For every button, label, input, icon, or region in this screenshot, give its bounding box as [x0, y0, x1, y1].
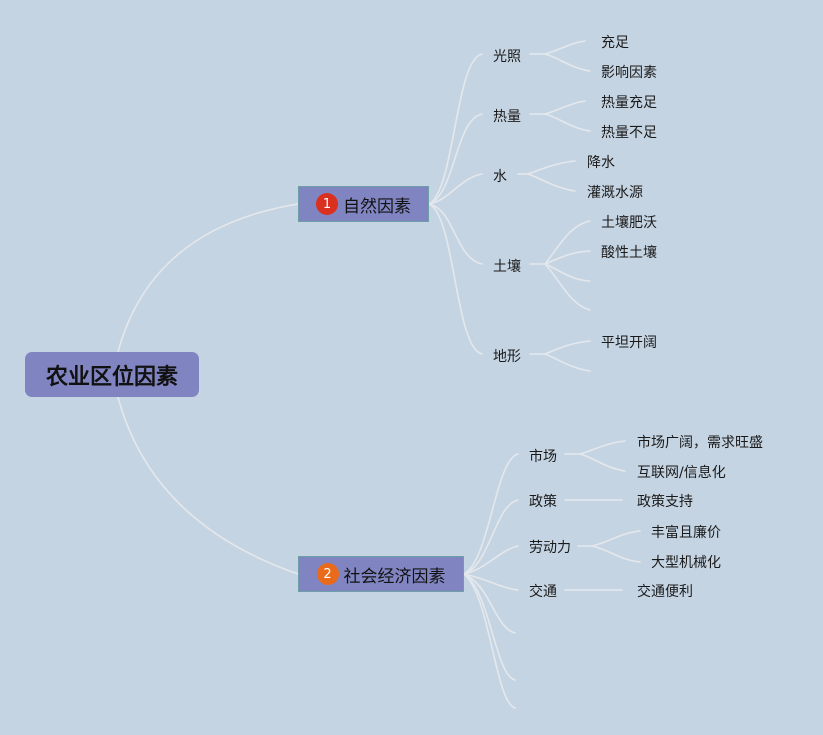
branch-socioeconomic-factors[interactable]: 2 社会经济因素 — [298, 556, 464, 592]
connector-b2-labor — [463, 545, 519, 575]
topic-labor[interactable]: 劳动力 — [529, 540, 571, 556]
leaf-influencing-factors[interactable]: 影响因素 — [601, 65, 657, 81]
number-badge-2: 2 — [316, 563, 339, 585]
connector-b1-water — [428, 173, 483, 205]
connector-b2-policy — [463, 499, 519, 575]
leaf-convenient-transport[interactable]: 交通便利 — [637, 584, 693, 600]
connector-b2-empty-1 — [463, 573, 516, 634]
connector-b2-empty-3 — [463, 573, 516, 709]
leaf-heat-sufficient[interactable]: 热量充足 — [601, 95, 657, 111]
topic-heat[interactable]: 热量 — [493, 109, 521, 125]
leaf-sufficient[interactable]: 充足 — [601, 35, 629, 51]
connector-b2-market — [463, 453, 519, 575]
leaf-internet[interactable]: 互联网/信息化 — [637, 465, 726, 481]
leaf-mechanization[interactable]: 大型机械化 — [651, 555, 721, 571]
connector-root-branch-1 — [117, 203, 299, 353]
topic-soil[interactable]: 土壤 — [493, 259, 521, 275]
leaf-cheap-labor[interactable]: 丰富且廉价 — [651, 525, 721, 541]
topic-water[interactable]: 水 — [493, 169, 507, 185]
leaf-fertile-soil[interactable]: 土壤肥沃 — [601, 215, 657, 231]
branch-label: 自然因素 — [343, 196, 411, 217]
root-topic[interactable]: 农业区位因素 — [25, 352, 199, 397]
topic-terrain[interactable]: 地形 — [493, 349, 521, 365]
connector-b1-terrain — [428, 203, 483, 355]
topic-light[interactable]: 光照 — [493, 49, 521, 65]
connector-b2-transport — [463, 573, 519, 591]
branch-natural-factors[interactable]: 1 自然因素 — [298, 186, 429, 222]
leaf-policy-support[interactable]: 政策支持 — [637, 494, 693, 510]
connector-root-branch-2 — [117, 396, 299, 575]
connector-b2-empty-2 — [463, 573, 516, 681]
leaf-broad-market[interactable]: 市场广阔，需求旺盛 — [637, 435, 763, 451]
topic-market[interactable]: 市场 — [529, 449, 557, 465]
leaf-precipitation[interactable]: 降水 — [587, 155, 615, 171]
leaf-flat-open[interactable]: 平坦开阔 — [601, 335, 657, 351]
connector-b1-soil — [428, 203, 483, 265]
connector-b1-heat — [428, 113, 483, 205]
leaf-acidic-soil[interactable]: 酸性土壤 — [601, 245, 657, 261]
leaf-irrigation[interactable]: 灌溉水源 — [587, 185, 643, 201]
topic-transport[interactable]: 交通 — [529, 584, 557, 600]
branch-label: 社会经济因素 — [343, 566, 446, 587]
number-badge-1: 1 — [316, 193, 338, 215]
connector-b1-light — [428, 53, 483, 205]
topic-policy[interactable]: 政策 — [529, 494, 557, 510]
leaf-heat-insufficient[interactable]: 热量不足 — [601, 125, 657, 141]
